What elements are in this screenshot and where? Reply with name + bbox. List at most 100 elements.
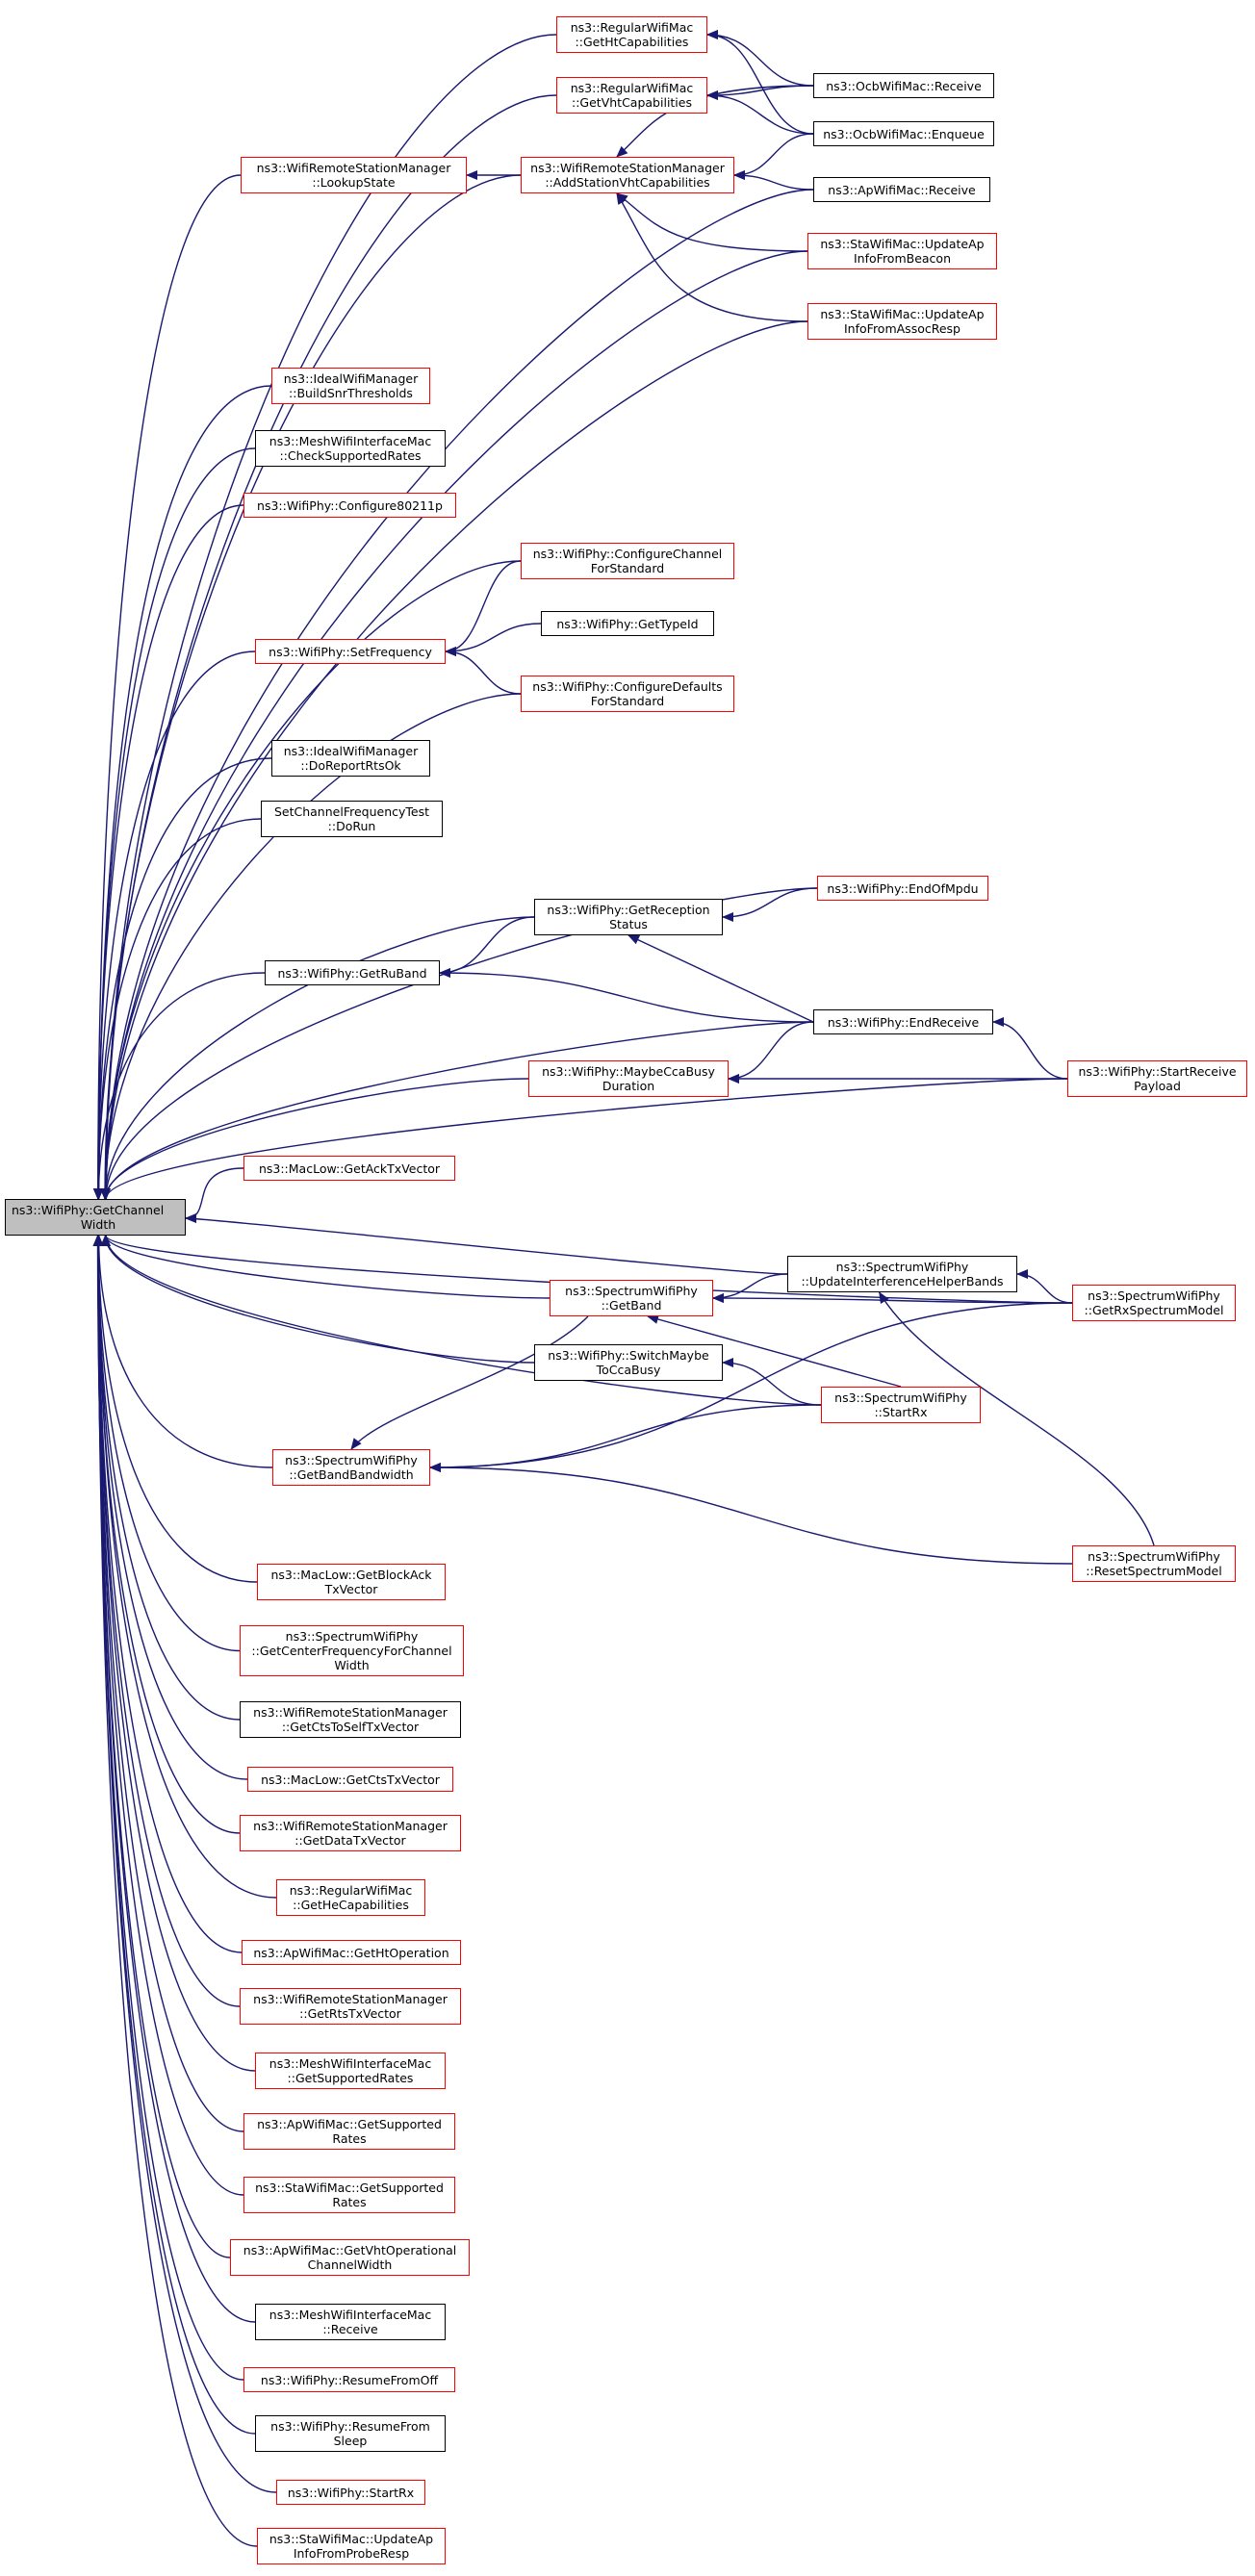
node-label-line: InfoFromProbeResp xyxy=(293,2546,410,2561)
node-label-line: ::GetHtCapabilities xyxy=(575,35,689,49)
node-end-of-mpdu[interactable]: ns3::WifiPhy::EndOfMpdu xyxy=(817,876,988,901)
node-label-line: ns3::ApWifiMac::GetSupported xyxy=(257,2117,442,2131)
node-end-receive[interactable]: ns3::WifiPhy::EndReceive xyxy=(813,1009,993,1034)
node-get-type-id[interactable]: ns3::WifiPhy::GetTypeId xyxy=(541,611,714,636)
node-label-line: ::DoRun xyxy=(327,819,376,833)
node-label-line: ::AddStationVhtCapabilities xyxy=(545,175,710,190)
edge-internal xyxy=(728,1021,814,1084)
node-label-line: ::LookupState xyxy=(312,175,396,190)
edge-to-root xyxy=(101,1235,1073,1304)
node-label-line: Width xyxy=(334,1658,370,1672)
node-spec-get-band[interactable]: ns3::SpectrumWifiPhy::GetBand xyxy=(550,1280,713,1316)
edge-internal xyxy=(706,90,814,135)
node-ideal-rts[interactable]: ns3::IdealWifiManager::DoReportRtsOk xyxy=(271,740,430,777)
node-phy-start-rx[interactable]: ns3::WifiPhy::StartRx xyxy=(276,2480,425,2505)
node-label-line: ns3::OcbWifiMac::Receive xyxy=(826,78,982,93)
node-label-line: ::GetSupportedRates xyxy=(287,2071,414,2085)
node-rts-tx[interactable]: ns3::WifiRemoteStationManager::GetRtsTxV… xyxy=(240,1988,461,2025)
node-get-ht-cap[interactable]: ns3::RegularWifiMac::GetHtCapabilities xyxy=(556,16,707,53)
node-spec-bw[interactable]: ns3::SpectrumWifiPhy::GetBandBandwidth xyxy=(272,1449,430,1486)
node-set-freq[interactable]: ns3::WifiPhy::SetFrequency xyxy=(255,639,446,664)
node-center-freq[interactable]: ns3::SpectrumWifiPhy::GetCenterFrequency… xyxy=(240,1625,464,1676)
node-ap-receive[interactable]: ns3::ApWifiMac::Receive xyxy=(813,177,990,202)
node-label-line: ns3::RegularWifiMac xyxy=(570,20,694,35)
node-label-line: ns3::SpectrumWifiPhy xyxy=(285,1629,419,1644)
edge-internal xyxy=(439,968,814,1023)
node-get-ack[interactable]: ns3::MacLow::GetAckTxVector xyxy=(243,1156,455,1181)
node-cts-to-self[interactable]: ns3::WifiRemoteStationManager::GetCtsToS… xyxy=(240,1701,461,1738)
node-get-rx-spec[interactable]: ns3::SpectrumWifiPhy::GetRxSpectrumModel xyxy=(1072,1285,1236,1321)
edge-to-root xyxy=(93,1235,258,1583)
node-conf80211p[interactable]: ns3::WifiPhy::Configure80211p xyxy=(243,493,456,518)
node-ht-op[interactable]: ns3::ApWifiMac::GetHtOperation xyxy=(242,1940,461,1965)
edge-internal xyxy=(429,1463,1073,1565)
node-label-line: ns3::WifiRemoteStationManager xyxy=(253,1992,448,2006)
node-set-chan-test[interactable]: SetChannelFrequencyTest::DoRun xyxy=(261,801,443,837)
edge-to-root xyxy=(100,1078,529,1200)
edge-to-root xyxy=(100,174,522,1200)
node-he-cap[interactable]: ns3::RegularWifiMac::GetHeCapabilities xyxy=(276,1879,425,1916)
node-label-line: ns3::WifiPhy::StartReceive xyxy=(1078,1064,1237,1079)
edge-to-root xyxy=(101,887,818,1200)
node-ideal-snr[interactable]: ns3::IdealWifiManager::BuildSnrThreshold… xyxy=(271,368,430,404)
node-label-line: InfoFromBeacon xyxy=(854,251,951,266)
node-label-line: ns3::RegularWifiMac xyxy=(570,81,694,95)
node-label-line: ns3::SpectrumWifiPhy xyxy=(1088,1549,1220,1564)
node-label-line: ::GetCenterFrequencyForChannel xyxy=(251,1644,452,1658)
node-ocb-enqueue[interactable]: ns3::OcbWifiMac::Enqueue xyxy=(813,121,994,146)
edge-to-root xyxy=(101,1021,814,1200)
node-label-line: ns3::StaWifiMac::UpdateAp xyxy=(820,307,985,321)
node-label-line: ToCcaBusy xyxy=(596,1363,661,1377)
node-label-line: ns3::StaWifiMac::GetSupported xyxy=(255,2181,444,2195)
node-mesh-supp[interactable]: ns3::MeshWifiInterfaceMac::GetSupportedR… xyxy=(255,2053,446,2089)
edge-to-root xyxy=(93,650,256,1200)
node-add-sta-vht[interactable]: ns3::WifiRemoteStationManager::AddStatio… xyxy=(521,157,734,193)
edge-to-root xyxy=(100,34,557,1200)
edge-internal xyxy=(439,916,535,978)
node-label-line: ns3::WifiPhy::EndReceive xyxy=(827,1014,980,1030)
edge-to-root xyxy=(101,320,808,1200)
edge-internal xyxy=(628,934,814,1023)
node-mesh-check[interactable]: ns3::MeshWifiInterfaceMac::CheckSupporte… xyxy=(255,430,446,467)
node-ocb-receive[interactable]: ns3::OcbWifiMac::Receive xyxy=(813,73,994,98)
node-cts-tx[interactable]: ns3::MacLow::GetCtsTxVector xyxy=(247,1767,453,1792)
node-label-line: ::StartRx xyxy=(874,1405,928,1419)
node-label-line: ns3::SpectrumWifiPhy xyxy=(1088,1288,1220,1303)
node-reset-spec[interactable]: ns3::SpectrumWifiPhy::ResetSpectrumModel xyxy=(1072,1545,1236,1582)
node-upd-interf[interactable]: ns3::SpectrumWifiPhy::UpdateInterference… xyxy=(787,1256,1017,1292)
node-data-tx[interactable]: ns3::WifiRemoteStationManager::GetDataTx… xyxy=(240,1815,461,1851)
node-mesh-recv[interactable]: ns3::MeshWifiInterfaceMac::Receive xyxy=(255,2304,446,2340)
node-get-vht-cap[interactable]: ns3::RegularWifiMac::GetVhtCapabilities xyxy=(556,77,707,114)
node-spec-start-rx[interactable]: ns3::SpectrumWifiPhy::StartRx xyxy=(821,1387,981,1423)
node-label-line: ns3::WifiPhy::GetReception xyxy=(547,903,710,917)
node-label-line: ns3::OcbWifiMac::Enqueue xyxy=(823,126,985,141)
node-resume-off[interactable]: ns3::WifiPhy::ResumeFromOff xyxy=(243,2367,455,2392)
node-label-line: ns3::WifiPhy::GetChannel xyxy=(12,1203,165,1217)
node-label-line: ns3::WifiPhy::ResumeFrom xyxy=(270,2419,430,2434)
node-label-line: ns3::WifiRemoteStationManager xyxy=(253,1705,448,1720)
node-label-line: ns3::SpectrumWifiPhy xyxy=(834,1390,967,1405)
node-lookup-state[interactable]: ns3::WifiRemoteStationManager::LookupSta… xyxy=(241,157,467,193)
node-label-line: Duration xyxy=(602,1079,655,1093)
edge-internal xyxy=(712,1273,788,1303)
edge-internal xyxy=(445,647,522,695)
node-label-line: ns3::WifiRemoteStationManager xyxy=(530,161,725,175)
node-get-ru-band[interactable]: ns3::WifiPhy::GetRuBand xyxy=(265,960,440,985)
node-label-line: ::GetRtsTxVector xyxy=(299,2006,401,2021)
edge-internal xyxy=(647,1314,902,1388)
